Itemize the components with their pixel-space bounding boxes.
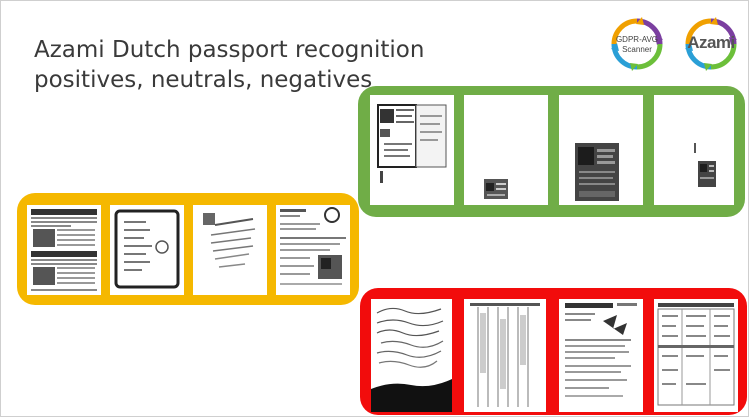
negative-thumbnail-2: [464, 299, 546, 412]
slide-title: Azami Dutch passport recognition positiv…: [34, 35, 424, 95]
neutral-thumbnail-4: [276, 205, 350, 295]
neutral-thumbnail-2: [110, 205, 184, 295]
positive-thumbnail-1: [370, 95, 454, 205]
gdpr-logo-line-1: GDPR-AVG: [615, 35, 659, 44]
azami-logo: Azami: [684, 17, 738, 71]
neutrals-panel: [17, 193, 359, 305]
neutral-thumbnail-1: [27, 205, 101, 295]
gdpr-scanner-logo: GDPR-AVG Scanner: [610, 17, 664, 71]
positive-thumbnail-4: [654, 95, 734, 205]
cycle-ring-icon: [611, 17, 663, 71]
positive-thumbnail-2: [464, 95, 548, 205]
positive-thumbnail-3: [559, 95, 643, 205]
title-line-1: Azami Dutch passport recognition: [34, 37, 425, 63]
cycle-ring-icon: [685, 17, 737, 71]
gdpr-logo-line-2: Scanner: [622, 45, 652, 54]
negative-thumbnail-1: [371, 299, 452, 412]
positives-panel: [358, 86, 745, 217]
azami-logo-text: Azami: [687, 33, 735, 52]
neutral-thumbnail-3: [193, 205, 267, 295]
negative-thumbnail-4: [654, 299, 738, 412]
negative-thumbnail-3: [559, 299, 643, 412]
title-line-2: positives, neutrals, negatives: [34, 67, 373, 93]
negatives-panel: [360, 288, 747, 415]
